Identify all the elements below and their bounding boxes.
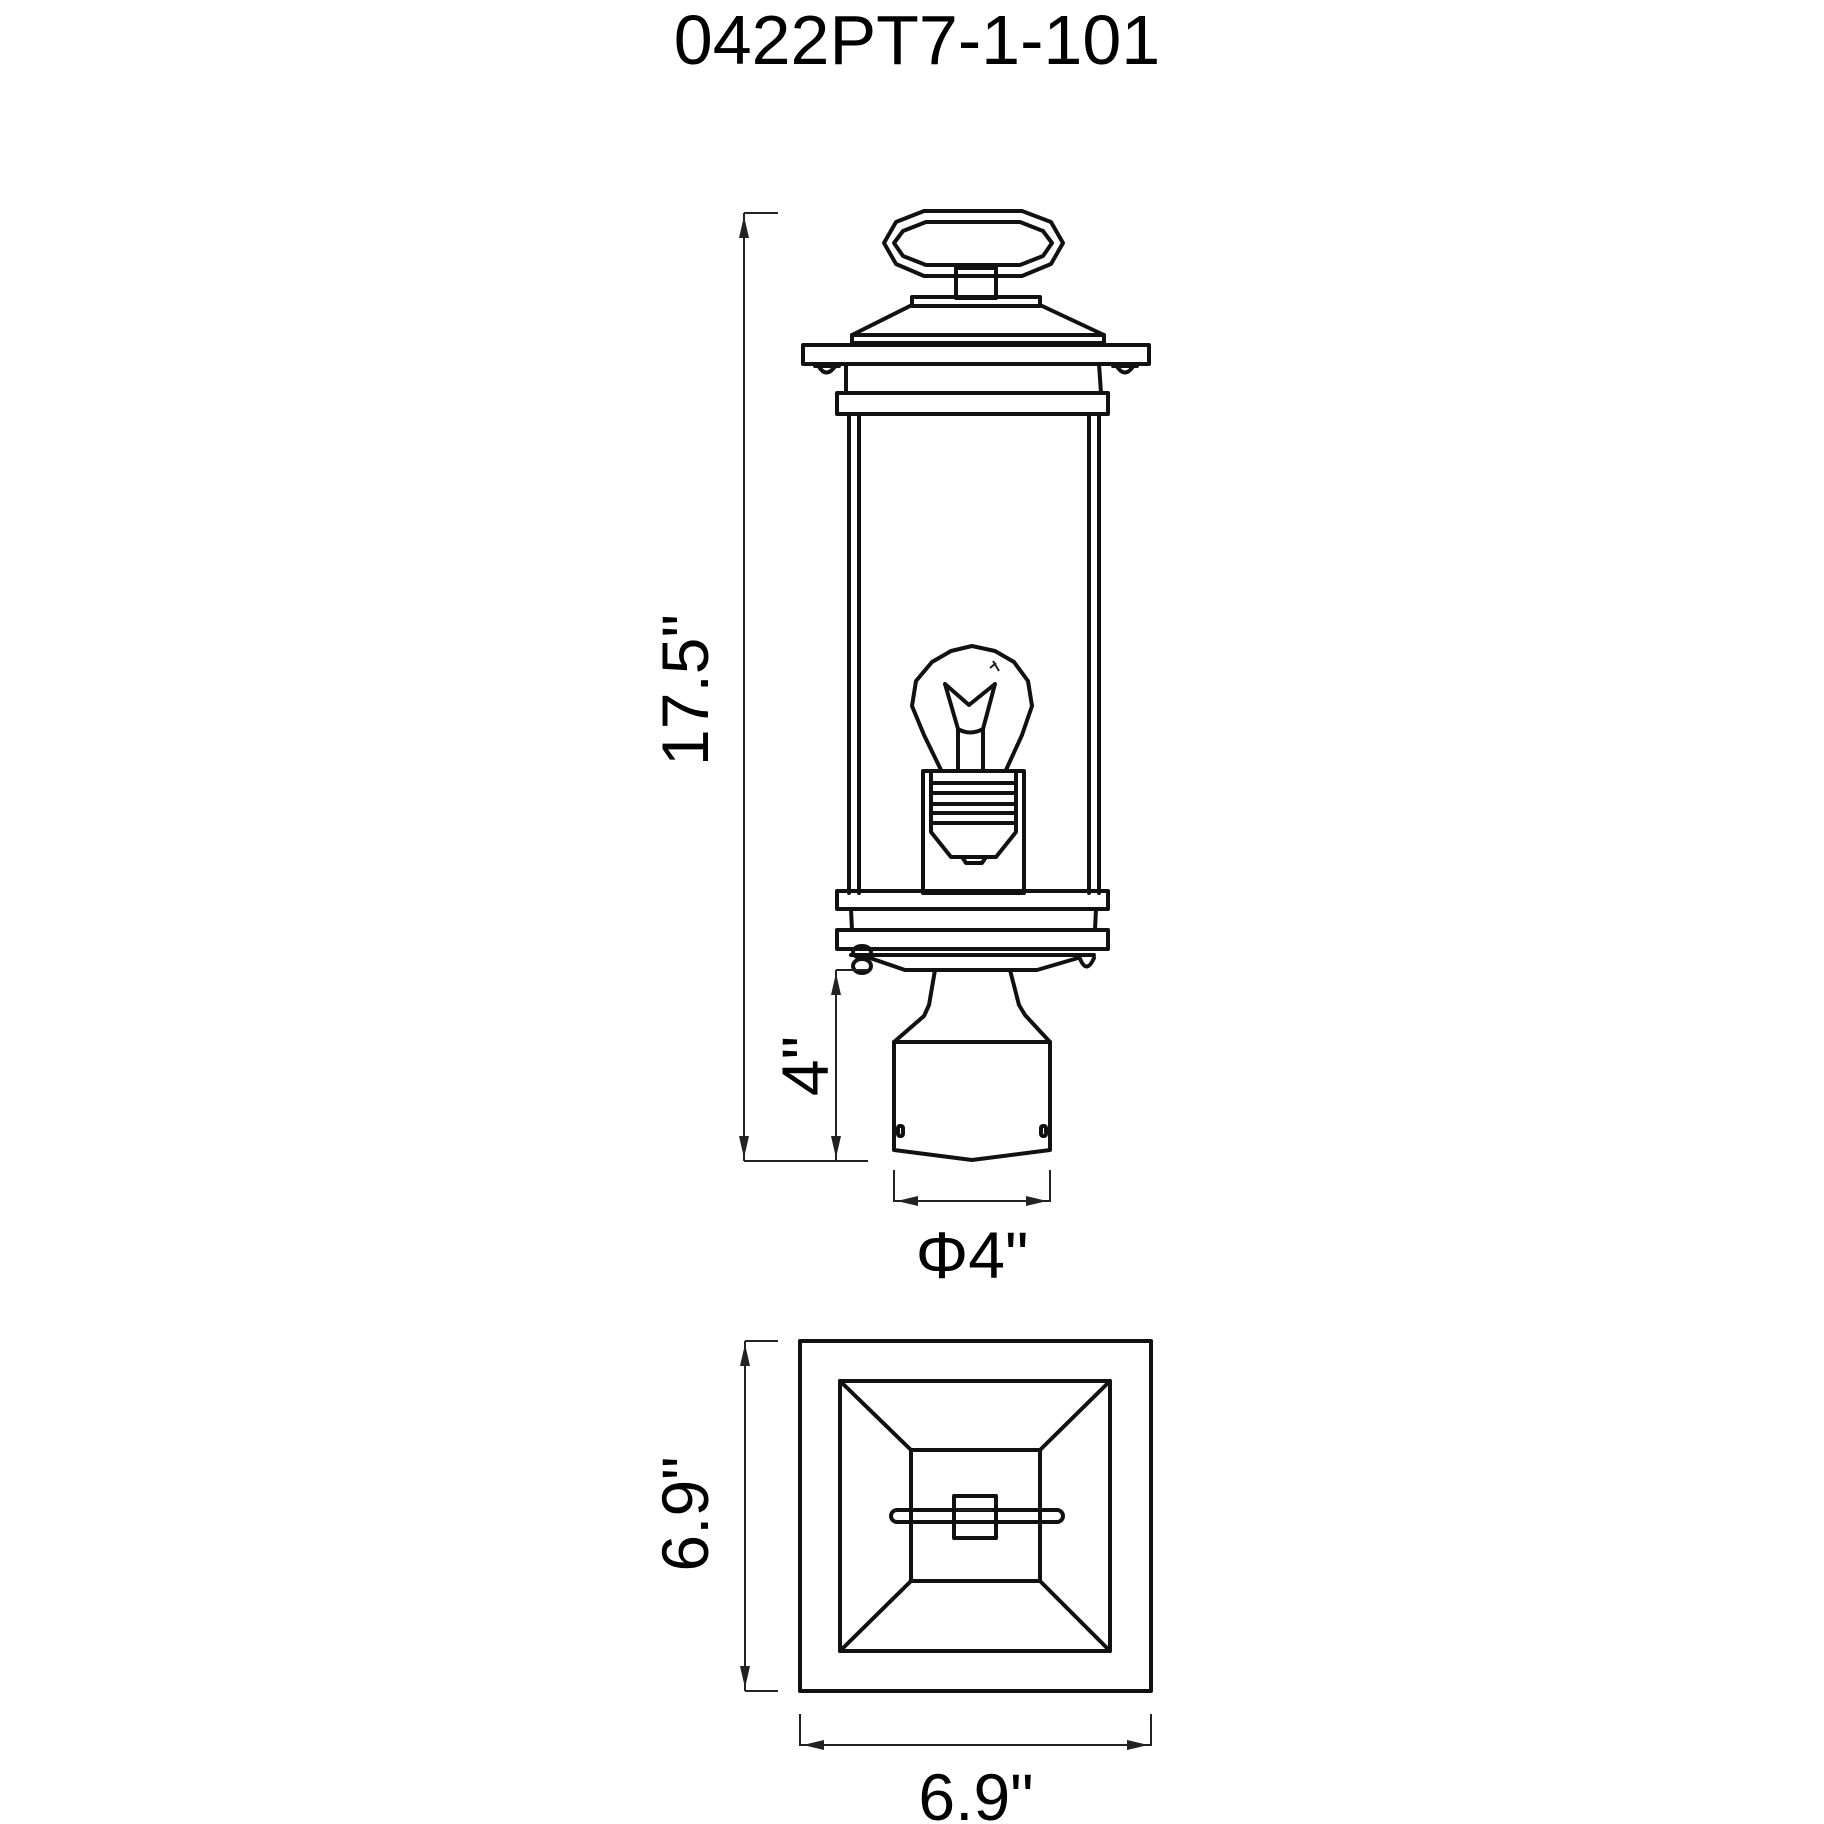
light-bulb-icon xyxy=(910,644,1034,895)
lantern-elevation xyxy=(801,209,1151,1162)
dimension-plan-depth: 6.9" xyxy=(648,1340,778,1692)
lantern-plan-view xyxy=(798,1339,1153,1693)
lantern-base xyxy=(835,889,1110,975)
dimension-fitter-diameter: Φ4" xyxy=(893,1170,1051,1292)
dimension-label-fitter-height: 4" xyxy=(768,1036,842,1096)
dimension-label-plan-width: 6.9" xyxy=(918,1760,1033,1824)
dimension-fitter-height: 4" xyxy=(768,969,868,1161)
dimension-label-overall-height: 17.5" xyxy=(648,614,722,766)
dimension-plan-width: 6.9" xyxy=(799,1714,1152,1824)
post-fitter xyxy=(892,968,1052,1162)
dimension-label-fitter-diameter: Φ4" xyxy=(916,1218,1029,1292)
model-number-title: 0422PT7-1-101 xyxy=(674,1,1160,79)
lantern-handle xyxy=(882,209,1065,300)
lantern-frame xyxy=(847,412,1101,895)
dimension-overall-height: 17.5" xyxy=(648,212,868,1162)
dimension-label-plan-depth: 6.9" xyxy=(648,1456,722,1571)
lantern-roof xyxy=(801,295,1151,416)
